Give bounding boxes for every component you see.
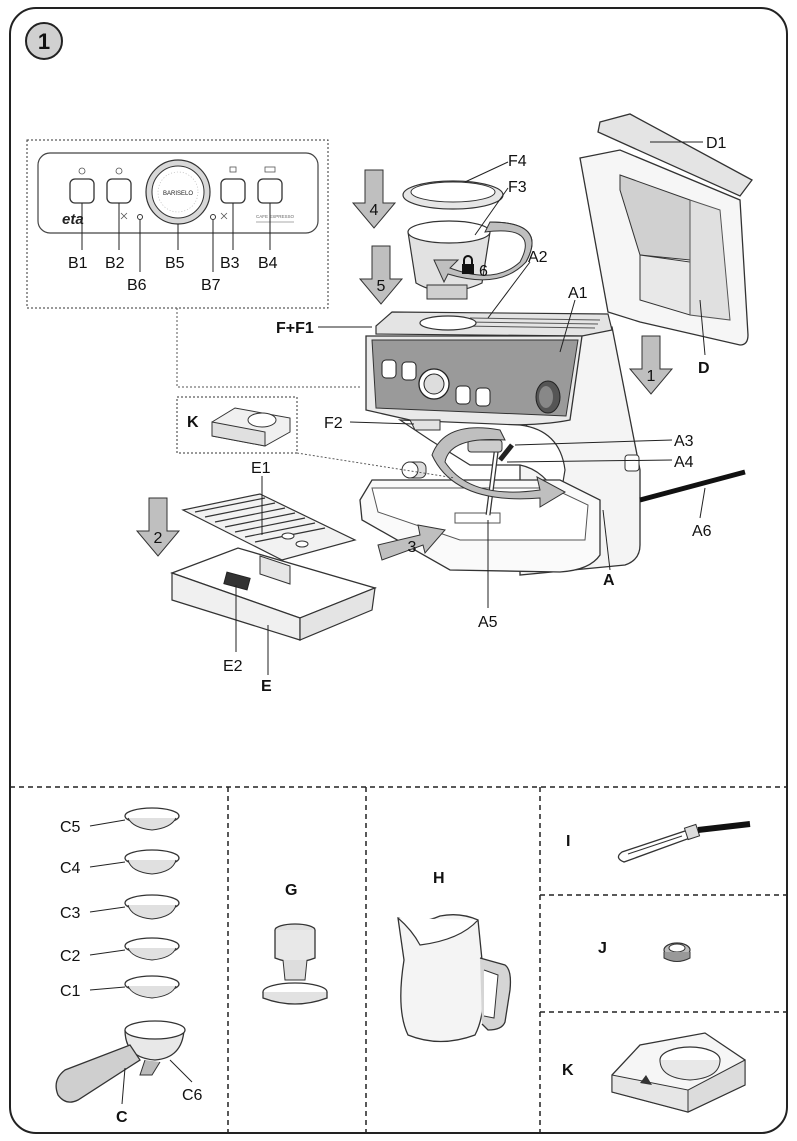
svg-text:A5: A5: [478, 614, 498, 631]
tamper: [262, 923, 328, 1005]
svg-text:C2: C2: [60, 948, 81, 965]
svg-text:B7: B7: [201, 277, 221, 294]
svg-text:F2: F2: [324, 415, 343, 432]
filter-basket-c2: [124, 937, 180, 961]
svg-text:A2: A2: [528, 249, 548, 266]
svg-text:C3: C3: [60, 905, 81, 922]
svg-text:B4: B4: [258, 255, 278, 272]
label-k: K: [562, 1062, 574, 1079]
filter-basket-c4: [124, 849, 180, 875]
svg-text:C5: C5: [60, 819, 81, 836]
svg-text:D: D: [698, 360, 710, 377]
drip-tray-grate: [181, 493, 357, 561]
filter-basket-c5: [124, 807, 180, 831]
main-labels: D1 D F4 F3 A2 A1 F+F1 F2 A3 A4 A6 A A5 E…: [187, 135, 727, 695]
svg-text:C1: C1: [60, 983, 81, 1000]
portafilter: [55, 1020, 186, 1103]
label-j: J: [598, 940, 607, 957]
svg-text:A: A: [603, 572, 615, 589]
svg-text:B3: B3: [220, 255, 240, 272]
svg-text:B6: B6: [127, 277, 147, 294]
svg-text:A3: A3: [674, 433, 694, 450]
small-valve-part: [663, 942, 691, 962]
svg-text:5: 5: [377, 278, 386, 295]
svg-text:B2: B2: [105, 255, 125, 272]
cleaning-tool: [617, 821, 751, 863]
filter-basket-c1: [124, 975, 180, 999]
svg-text:F+F1: F+F1: [276, 320, 314, 337]
lock-icon: 6: [462, 255, 488, 280]
svg-text:3: 3: [408, 539, 417, 556]
step-arrow-4: 4: [351, 169, 397, 229]
svg-text:C6: C6: [182, 1087, 203, 1104]
drip-tray: [170, 547, 377, 641]
control-panel-labels: B1 B2 B6 B5 B7 B3 B4: [68, 203, 278, 294]
figure-number-badge: 1: [25, 22, 63, 60]
bottom-grid: [10, 786, 787, 1133]
svg-text:A6: A6: [692, 523, 712, 540]
svg-text:C4: C4: [60, 860, 81, 877]
label-i: I: [566, 833, 570, 850]
rotation-arrow: [431, 427, 567, 508]
brand-logo: eta: [62, 211, 84, 228]
control-panel-detail-box: [26, 139, 329, 309]
label-g: G: [285, 882, 297, 899]
tamping-stand: [611, 1032, 746, 1113]
svg-text:E2: E2: [223, 658, 243, 675]
step-arrow-6-rotate: [433, 221, 533, 284]
svg-text:CAFE ESPRESSO: CAFE ESPRESSO: [256, 214, 295, 219]
grinder-dial: BARISELO: [145, 159, 211, 225]
detail-k-box: [176, 396, 298, 454]
svg-text:4: 4: [370, 202, 379, 219]
svg-text:A4: A4: [674, 454, 694, 471]
svg-text:K: K: [187, 414, 199, 431]
step-arrow-2: 2: [135, 497, 181, 557]
svg-text:6: 6: [479, 263, 488, 280]
control-panel: BARISELO eta CAFE ESPRESSO: [37, 152, 319, 234]
indicator-light-b7: [210, 214, 216, 220]
svg-text:1: 1: [647, 368, 656, 385]
milk-jug: [397, 914, 512, 1043]
label-h: H: [433, 870, 445, 887]
espresso-machine-body: [359, 311, 746, 576]
hopper-lid: [402, 180, 504, 210]
svg-text:F4: F4: [508, 153, 527, 170]
figure-frame: [9, 7, 788, 1134]
svg-text:E1: E1: [251, 460, 271, 477]
svg-text:C: C: [116, 1109, 128, 1126]
step-arrow-1: 1: [628, 335, 674, 395]
step-arrow-5: 5: [358, 245, 404, 305]
filter-basket-c3: [124, 894, 180, 920]
labels-c: C5 C4 C3 C2 C1 C6 C: [60, 819, 203, 1126]
svg-text:1: 1: [38, 29, 50, 54]
svg-text:E: E: [261, 678, 272, 695]
indicator-light-b6: [137, 214, 143, 220]
svg-text:D1: D1: [706, 135, 727, 152]
svg-text:BARISELO: BARISELO: [163, 191, 193, 197]
water-tank: [579, 113, 753, 346]
svg-text:F3: F3: [508, 179, 527, 196]
svg-text:B1: B1: [68, 255, 88, 272]
svg-text:2: 2: [154, 530, 163, 547]
svg-text:A1: A1: [568, 285, 588, 302]
step-arrow-3: 3: [377, 524, 446, 561]
tamping-stand-small: [211, 407, 291, 447]
svg-text:B5: B5: [165, 255, 185, 272]
